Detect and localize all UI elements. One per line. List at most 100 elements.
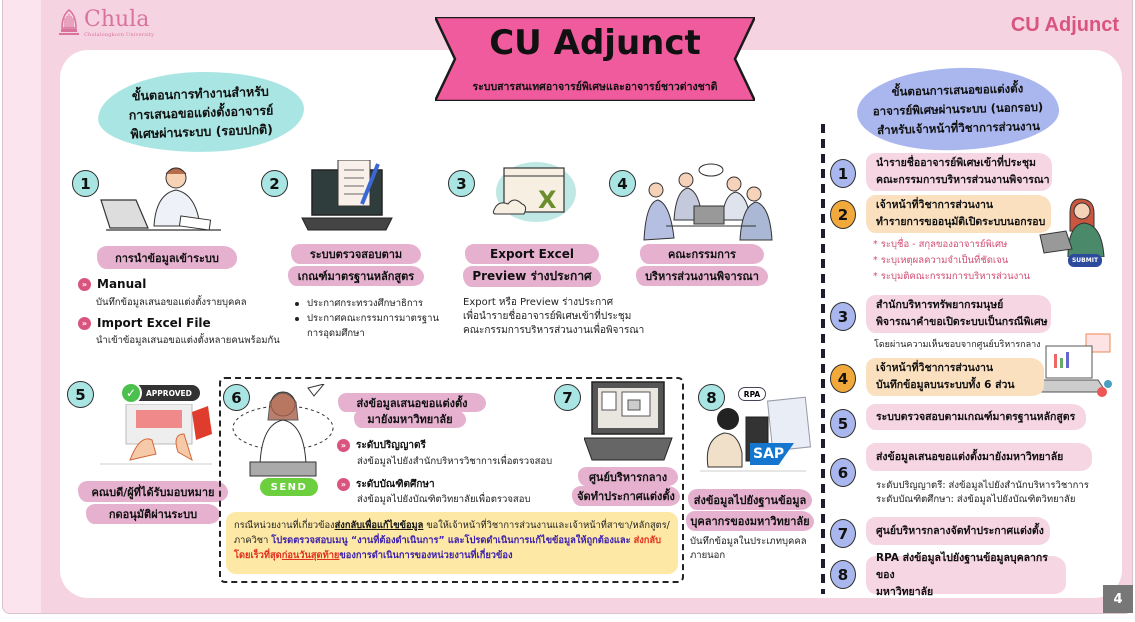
- option-graduate: » ระดับบัณฑิตศึกษา: [337, 477, 435, 492]
- option-desc: นำเข้าข้อมูลเสนอขอแต่งตั้งหลายคนพร้อมกัน: [96, 335, 280, 346]
- step-5-label-line1: คณบดี/ผู้ที่ได้รับมอบหมาย: [78, 481, 228, 502]
- desc-line: เพื่อนำรายชื่ออาจารย์พิเศษเข้าที่ประชุม: [463, 311, 632, 322]
- step-line: ระบบตรวจสอบตามเกณฑ์มาตรฐานหลักสูตร: [876, 410, 1076, 423]
- university-submission-group: [219, 377, 684, 583]
- step-line: ทำรายการขออนุมัติเปิดระบบนอกรอบ: [876, 216, 1046, 228]
- approved-badge: ✓ APPROVED: [120, 382, 200, 404]
- step-line: ศูนย์บริหารกลางจัดทำประกาศแต่งตั้ง: [876, 524, 1044, 537]
- laptop-documents-illustration: [583, 378, 676, 462]
- step-1-label: การนำข้อมูลเข้าระบบ: [97, 246, 237, 269]
- right-step-8: RPA ส่งข้อมูลไปยังฐานข้อมูลบุคลากรของ มห…: [866, 552, 1066, 598]
- note-instruction: ของการดำเนินการของหน่วยงานที่เกี่ยวข้อง: [339, 550, 513, 561]
- person-writing-illustration: [96, 160, 226, 240]
- laptop-checklist-illustration: [300, 159, 395, 240]
- note-emphasis: ส่งกลับเพื่อแก้ไขข้อมูล: [334, 520, 424, 531]
- right-step-2-notes: * ระบุชื่อ - สกุลของอาจารย์พิเศษ * ระบุเ…: [873, 237, 1030, 285]
- step-8-desc: บันทึกข้อมูลในประเภทบุคคล ภายนอก: [690, 535, 807, 563]
- right-step-number-7: 7: [830, 519, 856, 548]
- page-number: 4: [1103, 585, 1133, 613]
- rpa-badge: RPA: [738, 387, 766, 401]
- right-step-6-desc: ระดับปริญญาตรี: ส่งข้อมูลไปยังสำนักบริหา…: [876, 479, 1089, 507]
- desc-line: Export หรือ Preview ร่างประกาศ: [463, 297, 614, 308]
- step-2-label-line1: ระบบตรวจสอบตาม: [291, 244, 421, 264]
- option-title: ระดับปริญญาตรี: [356, 440, 426, 451]
- step-3-label-line1: Export Excel: [465, 244, 599, 264]
- note-line: * ระบุมติคณะกรรมการบริหารส่วนงาน: [873, 271, 1031, 282]
- right-step-number-3: 3: [830, 302, 856, 331]
- step-line: เจ้าหน้าที่วิชาการส่วนงาน: [876, 362, 994, 374]
- title-banner: CU Adjunct ระบบสารสนเทศอาจารย์พิเศษและอา…: [435, 17, 755, 101]
- step-4-label-line2: บริหารส่วนงานพิจารณา: [636, 266, 768, 286]
- option-title: ระดับบัณฑิตศึกษา: [356, 479, 435, 490]
- option-import-excel: » Import Excel File: [78, 316, 211, 330]
- note-line: * ระบุเหตุผลความจำเป็นที่ชัดเจน: [873, 255, 1009, 266]
- step-number-8: 8: [698, 384, 725, 411]
- option-manual: » Manual: [78, 277, 146, 291]
- step-3-desc: Export หรือ Preview ร่างประกาศ เพื่อนำรา…: [463, 296, 644, 338]
- desc-line: ภายนอก: [690, 550, 726, 561]
- laptop-approval-illustration: [100, 403, 212, 466]
- double-chevron-right-icon: »: [337, 478, 350, 491]
- option-title: Manual: [97, 277, 147, 291]
- bullet-dot: [295, 302, 299, 306]
- right-step-number-4: 4: [830, 364, 856, 393]
- logo-name: Chula: [84, 7, 150, 32]
- send-badge: SEND: [260, 478, 318, 496]
- right-step-number-1: 1: [830, 159, 856, 188]
- right-step-6: ส่งข้อมูลเสนอขอแต่งตั้งมายังมหาวิทยาลัย: [866, 443, 1092, 471]
- option-bachelor: » ระดับปริญญาตรี: [337, 438, 426, 453]
- step-line: บันทึกข้อมูลบนระบบทั้ง 6 ส่วน: [876, 379, 1015, 391]
- note-urgent: ส่งกลับโดยเร็วที่สุด: [234, 535, 662, 561]
- double-chevron-right-icon: »: [78, 316, 91, 330]
- step-number-1: 1: [72, 170, 99, 197]
- step-4-label-line1: คณะกรรมการ: [640, 244, 764, 264]
- brand-label: CU Adjunct: [1010, 14, 1119, 36]
- right-step-number-8: 8: [830, 560, 856, 589]
- section-divider: [821, 124, 825, 594]
- note-text: กรณีหน่วยงานที่เกี่ยวข้อง: [234, 520, 335, 531]
- desc-line: ระดับบัณฑิตศึกษา: ส่งข้อมูลไปยังบัณฑิตวิ…: [876, 494, 1076, 505]
- heading-line: สำหรับเจ้าหน้าที่วิชาการส่วนงาน: [876, 118, 1040, 137]
- step-8-label-line2: บุคลากรของมหาวิทยาลัย: [686, 511, 814, 531]
- step-6-label-line1: ส่งข้อมูลเสนอขอแต่งตั้ง: [338, 393, 486, 412]
- step-number-2: 2: [261, 170, 288, 197]
- option-desc: บันทึกข้อมูลเสนอขอแต่งตั้งรายบุคคล: [96, 297, 247, 308]
- option-desc: ส่งข้อมูลไปยังบัณฑิตวิทยาลัยเพื่อตรวจสอบ: [357, 494, 531, 505]
- right-step-7: ศูนย์บริหารกลางจัดทำประกาศแต่งตั้ง: [866, 517, 1050, 545]
- right-step-3: สำนักบริหารทรัพยากรมนุษย์ พิจารณาคำขอเปิ…: [866, 295, 1051, 333]
- desc-line: บันทึกข้อมูลในประเภทบุคคล: [690, 536, 807, 547]
- woman-laptop-illustration: [1036, 195, 1108, 258]
- right-step-1: นำรายชื่ออาจารย์พิเศษเข้าที่ประชุม คณะกร…: [866, 153, 1052, 191]
- step-number-5: 5: [67, 381, 94, 408]
- robot-computer-illustration: [694, 395, 812, 477]
- step-7-label-line2: จัดทำประกาศแต่งตั้ง: [572, 486, 680, 506]
- step-7-label-line1: ศูนย์บริหารกลาง: [578, 467, 678, 486]
- step-line: นำรายชื่ออาจารย์พิเศษเข้าที่ประชุม: [876, 157, 1036, 169]
- laptop-chart-illustration: [1035, 330, 1114, 400]
- page-subtitle: ระบบสารสนเทศอาจารย์พิเศษและอาจารย์ชาวต่า…: [472, 81, 718, 93]
- approved-label: APPROVED: [134, 385, 200, 401]
- note-text: ขอให้เจ้าหน้าที่วิชาการส่วนงานและเจ้าหน้…: [234, 520, 670, 546]
- bullet-text: ประกาศกระทรวงศึกษาธิการ: [307, 298, 424, 309]
- step-3-label-line2: Preview ร่างประกาศ: [463, 266, 601, 287]
- note-line: * ระบุชื่อ - สกุลของอาจารย์พิเศษ: [873, 239, 1008, 250]
- step-6-label-line2: มายังมหาวิทยาลัย: [354, 410, 466, 428]
- step-8-label-line1: ส่งข้อมูลไปยังฐานข้อมูล: [688, 489, 812, 510]
- step-number-3: 3: [448, 170, 475, 197]
- right-step-number-2: 2: [830, 200, 856, 229]
- right-step-3-desc: โดยผ่านความเห็นชอบจากศูนย์บริหารกลาง: [874, 340, 1041, 350]
- right-step-2: เจ้าหน้าที่วิชาการส่วนงาน ทำรายการขออนุม…: [866, 195, 1051, 233]
- step-line: ส่งข้อมูลเสนอขอแต่งตั้งมายังมหาวิทยาลัย: [876, 450, 1064, 463]
- right-step-5: ระบบตรวจสอบตามเกณฑ์มาตรฐานหลักสูตร: [866, 404, 1086, 430]
- ribbon-shape: [435, 17, 755, 101]
- check-icon: ✓: [120, 382, 142, 404]
- double-chevron-right-icon: »: [78, 277, 91, 291]
- step-2-label-line2: เกณฑ์มาตรฐานหลักสูตร: [288, 266, 424, 286]
- step-line: พิจารณาคำขอเปิดระบบเป็นกรณีพิเศษ: [876, 316, 1048, 328]
- step-number-7: 7: [554, 384, 581, 411]
- chula-logo: Chula Chulalongkorn University: [58, 8, 154, 38]
- correction-note: กรณีหน่วยงานที่เกี่ยวข้องส่งกลับเพื่อแก้…: [226, 512, 678, 574]
- step-line: มหาวิทยาลัย: [876, 585, 934, 598]
- chula-phra-kiao-icon: [58, 8, 80, 38]
- right-step-number-6: 6: [830, 458, 856, 487]
